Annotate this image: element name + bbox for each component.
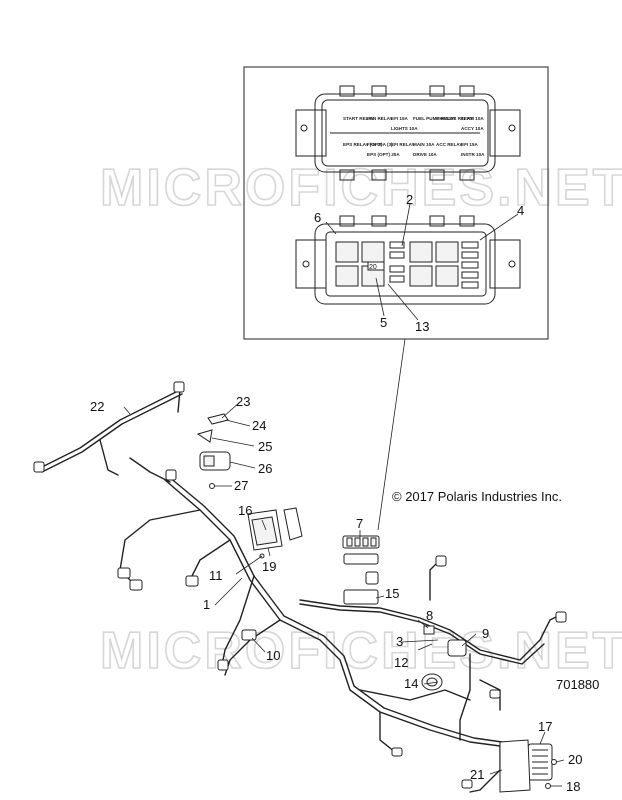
callout-23: 23 [236,394,251,409]
svg-text:LIGHTS 10A: LIGHTS 10A [391,126,418,131]
fuse-box-open [295,215,521,305]
diagram-number: 701880 [556,677,600,692]
svg-text:DRIVE 10A: DRIVE 10A [413,152,437,157]
callout-8: 8 [426,608,434,623]
callout-18: 18 [566,779,581,794]
svg-text:CHASSIS RELAY: CHASSIS RELAY [436,116,473,121]
svg-text:EFI 15A: EFI 15A [461,142,479,147]
callout-4: 4 [517,203,525,218]
callout-leaders [123,401,565,787]
callout-15: 15 [385,586,400,601]
callout-12: 12 [394,655,409,670]
callout-14: 14 [404,676,419,691]
svg-text:MAIN 10A: MAIN 10A [413,142,435,147]
svg-text:FUEL PUMP RELAY: FUEL PUMP RELAY [413,116,456,121]
svg-text:EFI 15A: EFI 15A [391,116,409,121]
main-harness [39,389,561,793]
svg-text:EPS RELAY (OPT): EPS RELAY (OPT) [343,142,383,147]
fuse-box-labels: START RELAY FAN RELAY EFI 15A FUEL PUMP … [343,116,485,157]
callout-5: 5 [380,315,388,330]
svg-text:INSTR 10A: INSTR 10A [461,152,485,157]
callout-3: 3 [396,634,404,649]
watermark-top: MICROFICHES.NET [100,159,622,217]
svg-text:ACC RELAY: ACC RELAY [436,142,462,147]
callout-24: 24 [252,418,267,433]
callout-7: 7 [356,516,364,531]
callout-2: 2 [406,192,414,207]
fuse-box-slot-label: 20 [369,264,377,271]
svg-text:TERM 10A: TERM 10A [461,116,484,121]
callout-27: 27 [234,478,249,493]
callout-17: 17 [538,719,553,734]
svg-text:EFI RELAY: EFI RELAY [391,142,415,147]
callout-22: 22 [90,399,105,414]
inset-leader-lines [325,203,519,531]
detail-inset-frame [243,66,549,340]
callout-19: 19 [262,559,277,574]
callout-13: 13 [415,319,430,334]
callout-16: 16 [238,503,253,518]
svg-text:EPS (OPT) 25A: EPS (OPT) 25A [367,152,400,157]
watermark-bottom: MICROFICHES.NET [100,622,622,680]
callout-26: 26 [258,461,273,476]
callout-21: 21 [470,767,485,782]
callout-11: 11 [209,568,223,583]
callout-1: 1 [203,597,211,612]
svg-text:FAN 20A (3): FAN 20A (3) [367,142,393,147]
callout-10: 10 [266,648,281,663]
svg-text:ACCY 10A: ACCY 10A [461,126,484,131]
components [33,381,567,793]
fuse-box-cover [295,85,521,181]
svg-text:FAN RELAY: FAN RELAY [367,116,393,121]
callout-20: 20 [568,752,583,767]
callout-25: 25 [258,439,273,454]
callout-9: 9 [482,626,490,641]
callout-6: 6 [314,210,322,225]
svg-text:START RELAY: START RELAY [343,116,374,121]
copyright-notice: © 2017 Polaris Industries Inc. [392,489,562,504]
